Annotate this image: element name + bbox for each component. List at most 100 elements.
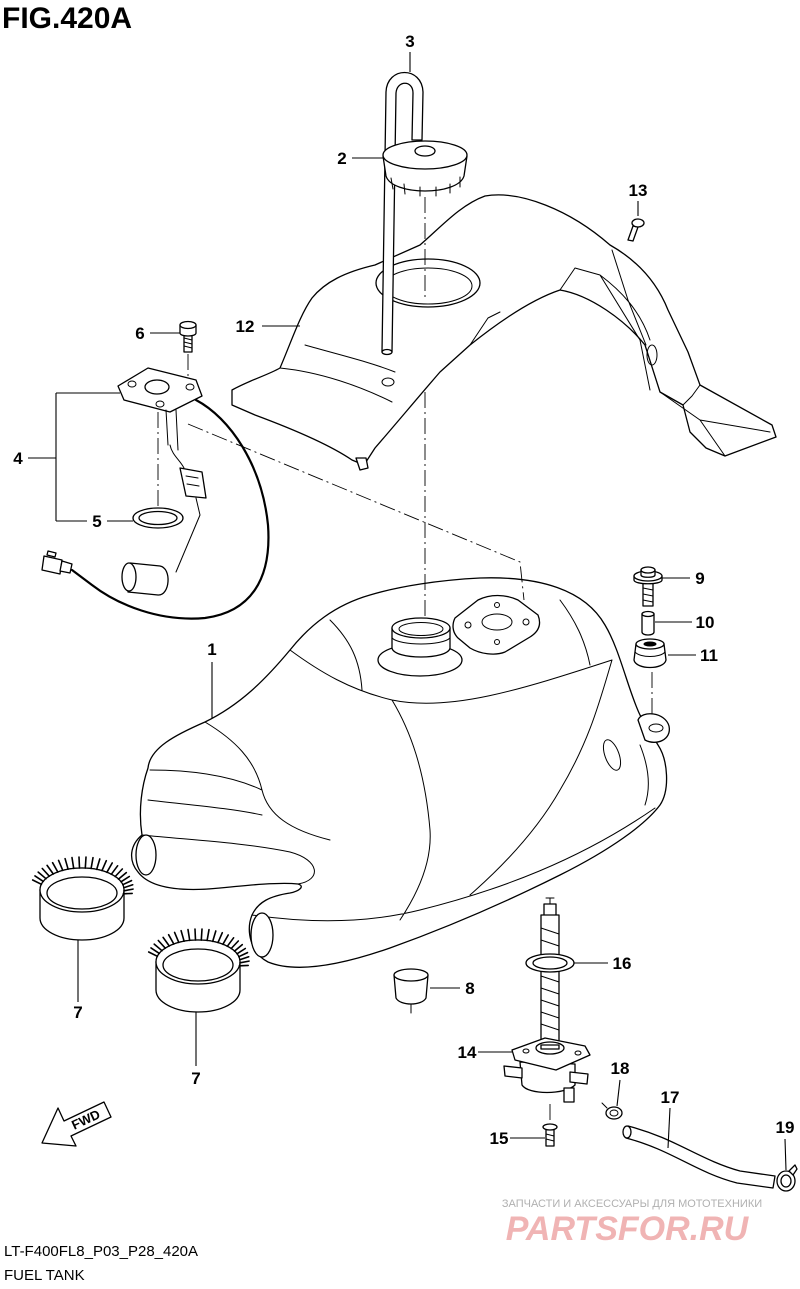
- pump-bracket-detail: [185, 475, 200, 487]
- filter-screen: [540, 927, 560, 1031]
- pump-outlet: [144, 379, 170, 395]
- cover-contour-lines: [279, 249, 771, 457]
- assembly-centerlines: [157, 197, 653, 1122]
- callout-9: 9: [695, 569, 704, 588]
- pump-plate-hole: [127, 380, 137, 388]
- forward-arrow-icon: FWD: [41, 1101, 112, 1147]
- valve-lever: [503, 1065, 523, 1079]
- tank-mount-hole: [648, 723, 664, 733]
- tank-mount-boss: [637, 713, 670, 743]
- flange-bolt-head-top: [640, 566, 656, 574]
- callout-8: 8: [465, 979, 474, 998]
- breather-hose-part: [381, 71, 424, 356]
- clip-ring-inner: [609, 1109, 619, 1117]
- flange-bolt-part: [633, 566, 663, 607]
- cover-hole: [381, 377, 395, 387]
- valve-body: [519, 1061, 576, 1094]
- fuel-cap-knurl: [390, 176, 461, 197]
- callout-7-lower: 7: [191, 1069, 200, 1088]
- cover-slot: [646, 344, 658, 366]
- clamp-band-opening: [46, 876, 118, 910]
- fuel-filter: [540, 914, 560, 1046]
- leader-lines: [28, 52, 787, 1171]
- pump-bolt-part: [179, 320, 197, 353]
- tank-cover-part: [231, 194, 777, 471]
- callout-11: 11: [700, 646, 718, 665]
- callout-19: 19: [776, 1118, 795, 1137]
- watermark: ЗАПЧАСТИ И АКСЕССУАРЫ ДЛЯ МОТОТЕХНИКИ PA…: [502, 1198, 762, 1248]
- figure-code: LT-F400FL8_P03_P28_420A: [4, 1243, 198, 1260]
- grommet-hole: [643, 641, 657, 647]
- valve-outlet: [569, 1071, 589, 1085]
- callout-10: 10: [696, 613, 715, 632]
- o-ring-inner: [138, 510, 178, 526]
- pump-mount-flange: [452, 594, 541, 655]
- tank-contour-lines: [141, 599, 656, 922]
- valve-flange-hole: [574, 1050, 582, 1056]
- screw-part: [627, 218, 645, 242]
- fuel-hose-part: [622, 1125, 776, 1189]
- tank-body-outline: [131, 577, 668, 968]
- valve-spout: [563, 1087, 575, 1103]
- valve-bolt-thread: [545, 1133, 555, 1142]
- pump-wire-harness: [70, 398, 270, 620]
- spacer-body: [641, 613, 655, 636]
- clip-ring: [605, 1106, 623, 1120]
- filter-o-ring-inner: [532, 956, 568, 970]
- callout-13: 13: [629, 181, 648, 200]
- filter-base: [540, 1044, 560, 1050]
- pump-mount-opening: [481, 613, 513, 631]
- filter-cap-tip: [545, 897, 555, 905]
- o-ring-part: [132, 507, 184, 529]
- figure-title: FIG.420A: [2, 2, 132, 35]
- tank-recess: [602, 739, 622, 771]
- watermark-logo: PARTSFOR.RU: [506, 1210, 750, 1248]
- small-clamp-inner: [780, 1174, 792, 1188]
- rubber-cushion-part: [393, 968, 429, 1014]
- tank-left-lobe-end: [135, 834, 157, 876]
- breather-hose: [381, 71, 424, 353]
- fuel-hose: [625, 1125, 776, 1189]
- tank-right-lobe-end: [250, 912, 274, 958]
- callout-5: 5: [92, 512, 101, 531]
- figure-caption: FUEL TANK: [4, 1267, 85, 1284]
- fuel-cap-part: [382, 140, 468, 197]
- pump-plate-hole: [185, 383, 195, 391]
- pump-connector-boot: [59, 560, 73, 574]
- leader-17: [667, 1107, 671, 1149]
- callout-3: 3: [405, 32, 414, 51]
- grommet-part: [633, 638, 667, 669]
- breather-hose-end: [381, 348, 393, 356]
- flange-bolt-thread: [642, 587, 654, 603]
- centerline-pump-mount: [187, 423, 525, 601]
- screw-head: [631, 218, 645, 228]
- hose-clamp-lower-part: [147, 928, 250, 1013]
- spacer-top: [641, 610, 655, 618]
- clamp-teeth: [31, 856, 134, 895]
- clip-tab: [601, 1102, 608, 1109]
- cushion-top: [393, 968, 429, 982]
- callout-6: 6: [135, 324, 144, 343]
- small-clamp-tab: [788, 1164, 798, 1176]
- cover-tab: [355, 457, 369, 471]
- filler-neck-ring: [391, 637, 451, 645]
- screw-shank: [627, 225, 639, 242]
- hose-clip-part: [601, 1102, 623, 1120]
- pump-connector-latch: [46, 550, 57, 558]
- fuel-hose-end: [622, 1125, 632, 1139]
- leader-4-bracket: [28, 392, 120, 522]
- callout-17: 17: [661, 1088, 680, 1107]
- pump-mount-hole: [494, 639, 500, 645]
- callout-4: 4: [13, 449, 23, 468]
- grommet-body: [633, 643, 667, 669]
- pump-mount-hole: [464, 621, 472, 629]
- pump-plate-hole: [155, 400, 165, 408]
- valve-bolt-head: [542, 1123, 558, 1131]
- clamp-teeth: [147, 928, 250, 967]
- valve-flange-hole: [522, 1048, 530, 1054]
- pump-connector: [41, 555, 63, 575]
- clamp-band-opening: [162, 948, 234, 982]
- watermark-tagline: ЗАПЧАСТИ И АКСЕССУАРЫ ДЛЯ МОТОТЕХНИКИ: [502, 1198, 762, 1210]
- float-end: [121, 562, 137, 592]
